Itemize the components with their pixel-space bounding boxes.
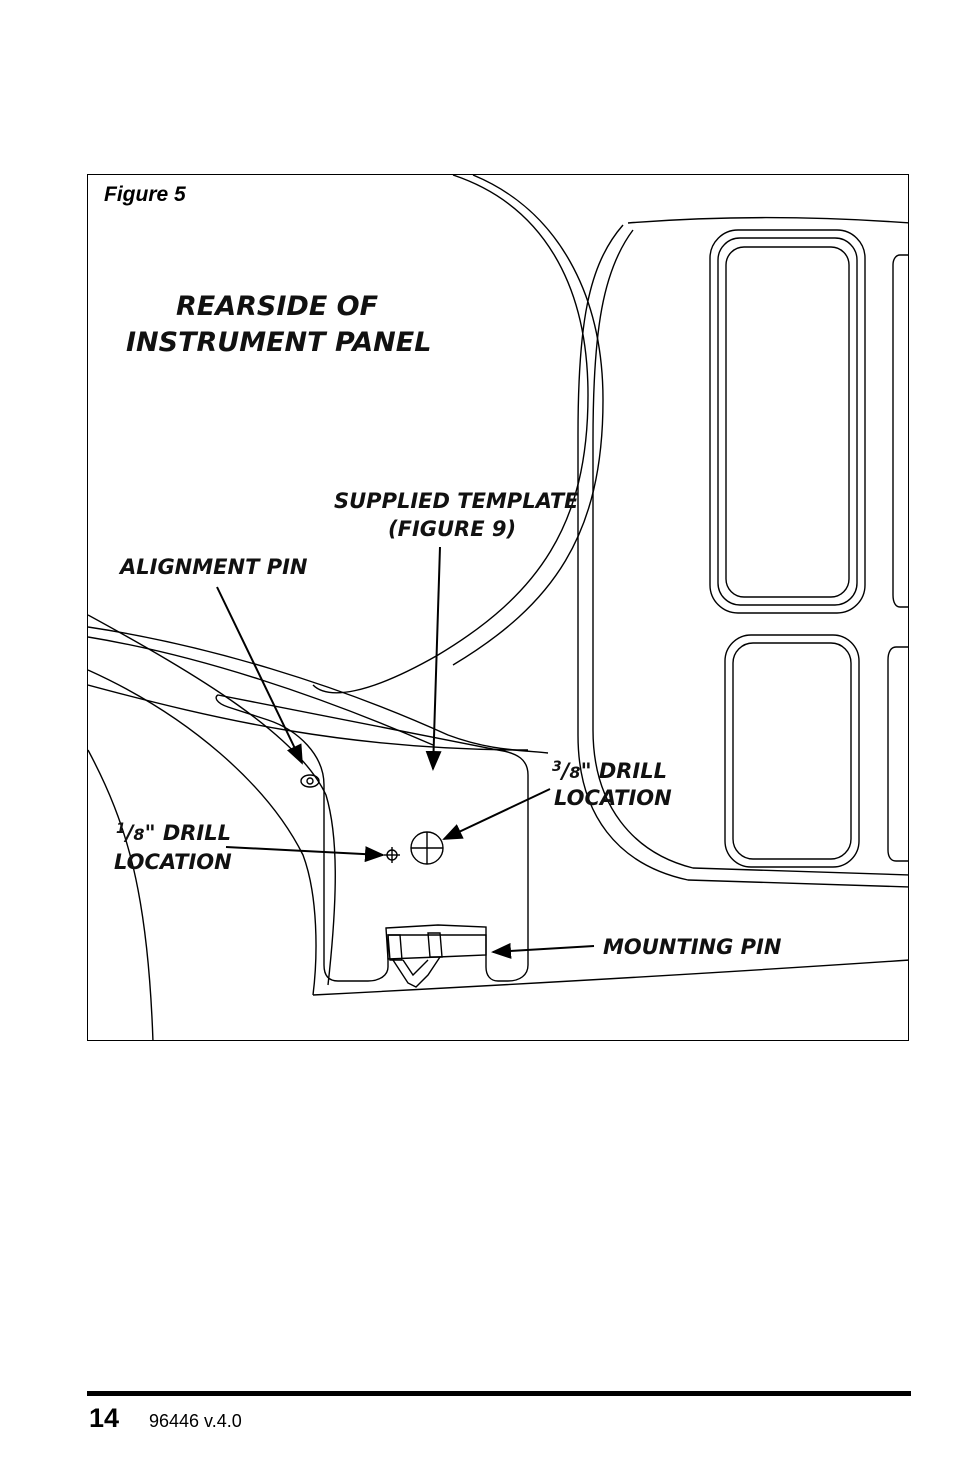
drill-38-label-line2: LOCATION — [554, 786, 672, 810]
panel-title-line2: INSTRUMENT PANEL — [126, 327, 431, 358]
alignment-pin-label: ALIGNMENT PIN — [118, 555, 308, 579]
document-version: 96446 v.4.0 — [149, 1411, 242, 1431]
drill-18-label-line1: 1/8" DRILL — [116, 821, 231, 845]
panel-title-line1: REARSIDE OF — [176, 291, 379, 322]
figure-5-illustration: Figure 5 — [87, 174, 909, 1041]
template-label-line1: SUPPLIED TEMPLATE — [334, 489, 579, 513]
mounting-pin-label: MOUNTING PIN — [603, 935, 782, 959]
footer-rule — [87, 1391, 911, 1396]
callout-arrows — [216, 546, 595, 959]
panel-line-art — [88, 175, 908, 1040]
drill-18-label-line2: LOCATION — [114, 850, 232, 874]
drill-38-label-line1: 3/8" DRILL — [552, 759, 667, 783]
page-number: 14 — [89, 1403, 120, 1433]
template-label-line2: (FIGURE 9) — [388, 517, 516, 541]
instrument-panel-drawing: REARSIDE OF INSTRUMENT PANEL SUPPLIED TE… — [88, 175, 908, 1040]
figure-label: Figure 5 — [104, 183, 186, 206]
